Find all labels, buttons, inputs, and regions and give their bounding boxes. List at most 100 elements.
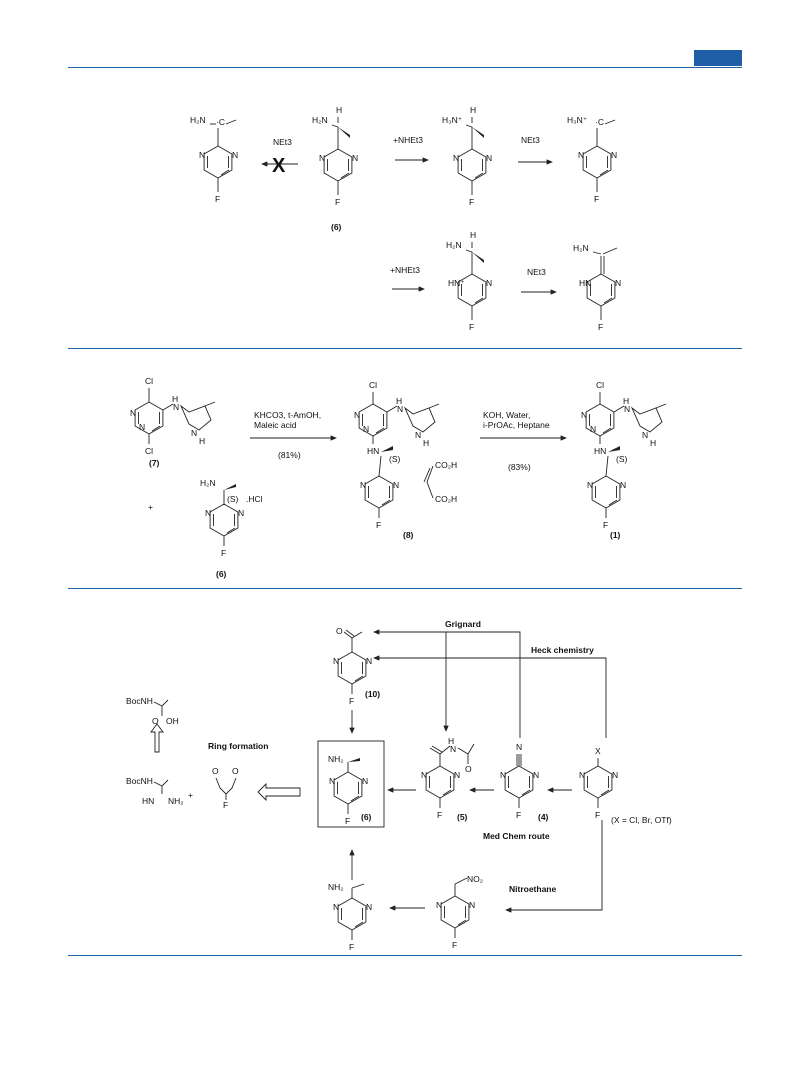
structure-nitro: N N NO₂ F	[436, 874, 483, 950]
svg-text:NH₂: NH₂	[328, 882, 344, 892]
structure-6-hcl: N N F H₂N (S) .HCl	[200, 478, 263, 558]
reagents-step1-b: Maleic acid	[254, 420, 297, 430]
svg-text:N: N	[421, 770, 427, 780]
svg-text:N: N	[329, 776, 335, 786]
label-compound-6-top: (6)	[331, 222, 342, 232]
svg-text:F: F	[335, 197, 340, 207]
bottom-rule	[68, 955, 742, 956]
stereo-1: (S)	[616, 454, 628, 464]
section2-scheme: N N Cl Cl H N N H (7) + N N	[130, 376, 667, 579]
structure-halide: N N X F	[579, 746, 618, 820]
structure-8: N N Cl H N N H HN (S) N N	[354, 380, 457, 530]
svg-text:F: F	[349, 942, 354, 952]
svg-text:H₂N: H₂N	[190, 115, 206, 125]
structure-1: N N Cl H N N H HN (S) N N	[581, 380, 667, 530]
section-divider-1	[68, 348, 742, 349]
svg-text:BocNH: BocNH	[126, 696, 153, 706]
svg-text:N: N	[579, 770, 585, 780]
svg-text:F: F	[469, 322, 474, 332]
reagent-net3-bottom: NEt3	[527, 267, 546, 277]
top-rule	[68, 67, 742, 68]
reagent-net3-right: NEt3	[521, 135, 540, 145]
svg-text:HN: HN	[367, 446, 379, 456]
svg-text:X: X	[595, 746, 601, 756]
label-ring-formation: Ring formation	[208, 741, 268, 751]
svg-text:F: F	[221, 548, 226, 558]
svg-text:N: N	[615, 278, 621, 288]
target-box	[317, 740, 385, 828]
svg-text:N: N	[352, 153, 358, 163]
reagent-nhet3: +NHEt3	[393, 135, 423, 145]
svg-text:F: F	[594, 194, 599, 204]
svg-text:N: N	[173, 402, 179, 412]
structure-enamine: HN N F H₂N	[573, 243, 621, 332]
section1-scheme: N N F H₂N ·C X NEt3 N N F	[190, 105, 621, 332]
svg-text:N: N	[590, 424, 596, 434]
svg-text:N: N	[587, 480, 593, 490]
svg-text:N: N	[454, 770, 460, 780]
structure-5: N N H N O F	[421, 736, 475, 820]
reagents-step2-b: i-PrOAc, Heptane	[483, 420, 550, 430]
label-med-chem: Med Chem route	[483, 831, 550, 841]
label-compound-4: (4)	[538, 812, 549, 822]
arrow-heck	[373, 655, 607, 738]
svg-text:N: N	[611, 150, 617, 160]
header-accent-block	[694, 50, 742, 66]
svg-text:N: N	[450, 744, 456, 754]
structure-7: N N Cl Cl H N N H	[130, 376, 216, 456]
svg-text:HN: HN	[579, 278, 591, 288]
svg-text:NO₂: NO₂	[467, 874, 483, 884]
svg-text:H: H	[623, 396, 629, 406]
svg-text:NH₂: NH₂	[168, 796, 184, 806]
hollow-arrow-left	[257, 782, 301, 802]
structure-pyrimidinium: HN⁺ N F H₂N H	[446, 230, 492, 332]
svg-text:N: N	[415, 430, 421, 440]
svg-text:N: N	[486, 278, 492, 288]
section-divider-2	[68, 588, 742, 589]
svg-text:N: N	[363, 424, 369, 434]
structure-6: N N F H₂N H	[312, 105, 358, 207]
svg-text:F: F	[437, 810, 442, 820]
hollow-arrow-up	[150, 723, 164, 753]
label-compound-1: (1)	[610, 530, 621, 540]
svg-text:N: N	[199, 150, 205, 160]
svg-text:Cl: Cl	[145, 376, 153, 386]
svg-text:N: N	[333, 902, 339, 912]
svg-text:N: N	[366, 656, 372, 666]
label-grignard: Grignard	[445, 619, 481, 629]
svg-text:H₂N: H₂N	[312, 115, 328, 125]
svg-text:BocNH: BocNH	[126, 776, 153, 786]
svg-text:N: N	[642, 430, 648, 440]
svg-text:H: H	[470, 105, 476, 115]
plus-sign-3: +	[188, 790, 193, 800]
hcl-salt: .HCl	[246, 494, 263, 504]
svg-text:N: N	[500, 770, 506, 780]
svg-text:H: H	[172, 394, 178, 404]
svg-text:N: N	[620, 480, 626, 490]
svg-text:·C: ·C	[216, 117, 225, 127]
svg-text:N: N	[130, 408, 136, 418]
svg-text:Cl: Cl	[145, 446, 153, 456]
label-compound-6-mid: (6)	[216, 569, 227, 579]
stereo-6: (S)	[227, 494, 239, 504]
svg-text:N: N	[486, 153, 492, 163]
svg-text:F: F	[349, 696, 354, 706]
svg-text:N: N	[139, 422, 145, 432]
svg-text:H: H	[336, 105, 342, 115]
svg-text:N: N	[612, 770, 618, 780]
svg-text:Cl: Cl	[596, 380, 604, 390]
section3-scheme: Grignard Heck chemistry Ring formation M…	[126, 619, 672, 952]
svg-text:N: N	[516, 742, 522, 752]
arrow-nitroethane	[505, 820, 603, 913]
svg-text:F: F	[603, 520, 608, 530]
label-compound-8: (8)	[403, 530, 414, 540]
structure-boc-alanine: BocNH O OH	[126, 696, 179, 726]
label-nitroethane: Nitroethane	[509, 884, 557, 894]
svg-text:N: N	[581, 410, 587, 420]
svg-text:HN: HN	[142, 796, 154, 806]
svg-text:O: O	[465, 764, 472, 774]
svg-text:O: O	[212, 766, 219, 776]
svg-text:F: F	[452, 940, 457, 950]
svg-text:N: N	[319, 153, 325, 163]
arrow-grignard	[373, 629, 521, 738]
